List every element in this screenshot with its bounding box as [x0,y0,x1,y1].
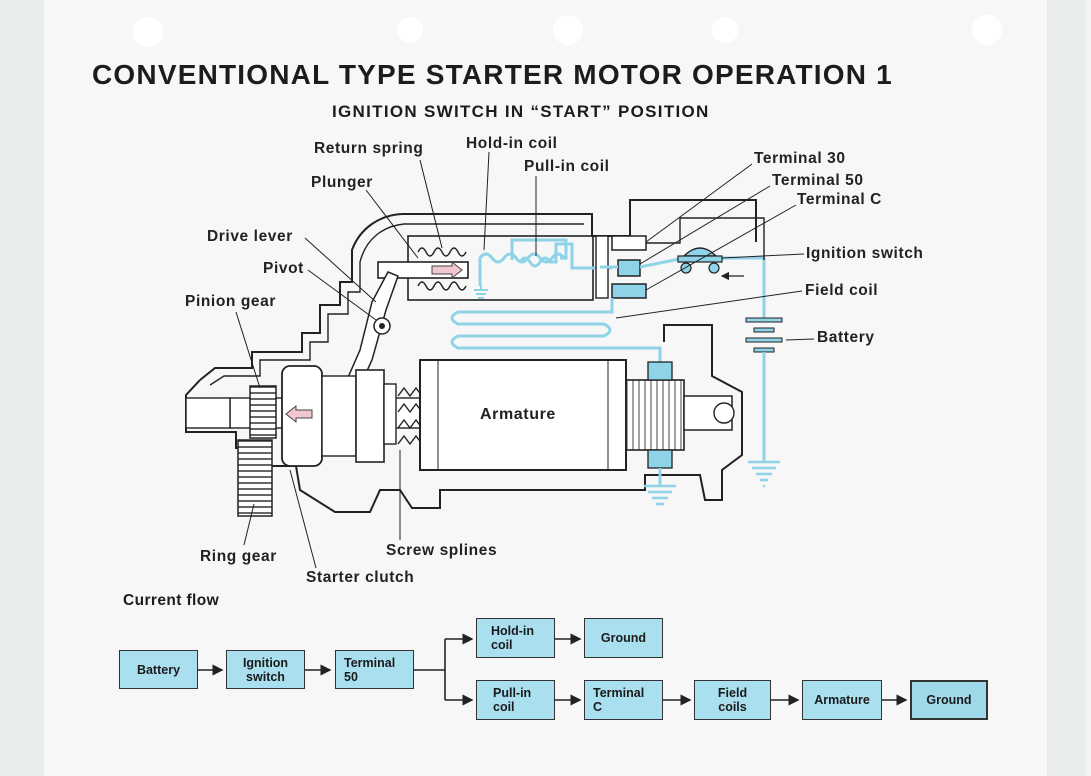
battery-symbol [745,300,783,488]
label-return-spring: Return spring [314,140,424,157]
flow-box-ignition-switch: Ignition switch [226,650,305,689]
pull-in-coil-wire [518,242,612,270]
pinion-gear [249,385,277,439]
pinion-direction-arrow [285,404,313,424]
punch-hole [133,17,163,47]
flow-box-terminal-c: Terminal C [584,680,663,720]
field-coil-wire [450,298,662,370]
punch-hole [397,17,423,43]
ground-symbol [474,289,488,299]
switch-wire [639,256,766,300]
punch-hole [972,15,1002,45]
housing-inner-outline [209,223,584,386]
page-title: CONVENTIONAL TYPE STARTER MOTOR OPERATIO… [92,59,893,90]
label-screw-splines: Screw splines [386,542,498,559]
label-terminal-30: Terminal 30 [754,150,846,167]
terminal-c-block [611,283,647,299]
flow-box-terminal-50: Terminal 50 [335,650,414,689]
label-terminal-c: Terminal C [797,191,882,208]
label-starter-clutch: Starter clutch [306,569,415,586]
label-battery: Battery [817,329,875,346]
label-drive-lever: Drive lever [207,228,293,245]
label-terminal-50: Terminal 50 [772,172,864,189]
brush-bottom [647,449,673,469]
armature [419,359,627,471]
shaft-end [185,397,231,429]
brush-top [647,361,673,381]
flow-box-battery: Battery [119,650,198,689]
current-flow-heading: Current flow [123,592,220,609]
return-spring [417,247,467,257]
commutator [625,379,685,451]
terminal-30-wire [646,217,765,260]
flow-box-ground: Ground [584,618,663,658]
label-pivot: Pivot [263,260,304,277]
ground-symbol [644,484,676,506]
label-field-coil: Field coil [805,282,879,299]
screw-splines [397,386,423,446]
flow-box-hold-in-coil: Hold-in coil [476,618,555,658]
hold-in-coil-wire [478,238,568,286]
return-spring-lower [417,281,467,291]
label-ignition-switch: Ignition switch [806,245,924,262]
label-ring-gear: Ring gear [200,548,277,565]
plunger-direction-arrow [431,260,463,280]
label-armature: Armature [480,406,556,423]
page-subtitle: IGNITION SWITCH IN “START” POSITION [332,102,710,121]
ring-gear [237,439,273,517]
housing-outline [199,199,757,381]
label-pinion-gear: Pinion gear [185,293,277,310]
label-plunger: Plunger [311,174,373,191]
flow-box-field-coils: Field coils [694,680,771,720]
flow-box-pull-in-coil: Pull-in coil [476,680,555,720]
label-hold-in-coil: Hold-in coil [466,135,558,152]
page-edge [1085,0,1091,776]
flow-box-armature: Armature [802,680,882,720]
drive-lever [344,271,399,387]
flow-box-ground-final: Ground [910,680,988,720]
end-bearing [683,395,733,431]
terminal-30-block [611,235,647,251]
terminal-50-block [617,259,641,277]
punch-hole [712,17,738,43]
ignition-switch-cap [682,247,718,257]
label-pull-in-coil: Pull-in coil [524,158,610,175]
punch-hole [553,15,583,45]
